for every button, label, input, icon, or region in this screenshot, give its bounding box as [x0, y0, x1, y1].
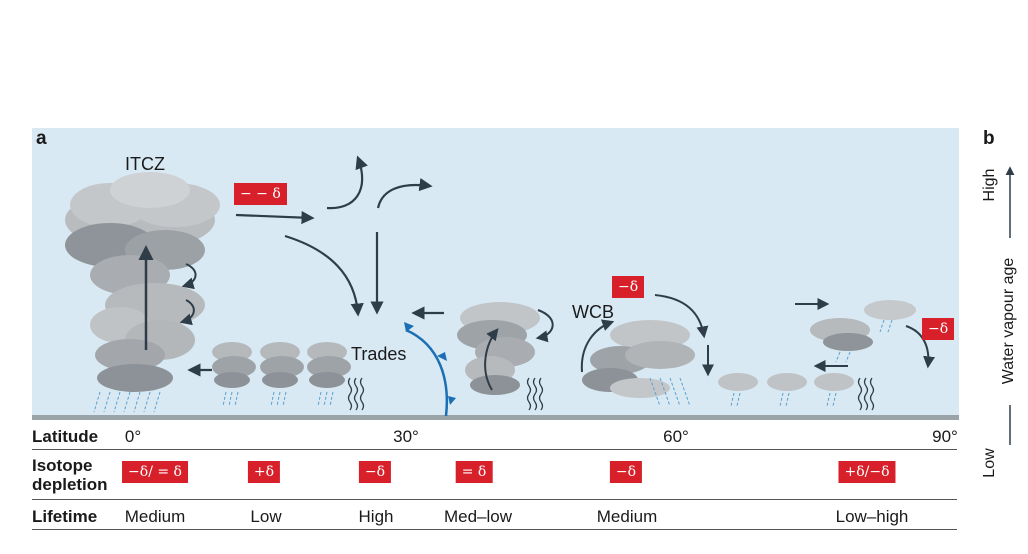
cold-front: [404, 322, 456, 417]
latitude-tick-90: 90°: [932, 427, 958, 446]
lifetime-value-subtropics: High: [358, 507, 394, 526]
isotope-value-trades: +δ: [247, 461, 281, 483]
polar-clouds: [718, 298, 936, 407]
lifetime-value-itcz: Medium: [124, 507, 186, 526]
evaporation-squiggles: [347, 377, 875, 411]
panel-a-label: a: [36, 128, 47, 149]
latitude-tick-30: 30°: [393, 427, 419, 446]
isotope-depletion-label: Isotope depletion: [32, 456, 108, 494]
axis-high-label: High: [981, 168, 998, 202]
latitude-tick-0: 0°: [124, 427, 142, 446]
upper-circulation-arrows: [187, 155, 444, 377]
isotope-label-line2: depletion: [32, 475, 108, 494]
panel-b-label: b: [983, 128, 995, 149]
isotope-value-polar: +δ/−δ: [838, 461, 896, 483]
trades-label: Trades: [351, 344, 407, 364]
lifetime-value-trades: Low: [250, 507, 282, 526]
row-divider: [32, 449, 957, 450]
isotope-value-itcz: −δ/ = δ: [122, 461, 188, 483]
wcb-cloud: [580, 294, 714, 407]
itcz-depletion-badge: − − δ: [234, 183, 287, 205]
frontal-cloud: [457, 302, 554, 395]
wcb-depletion-badge: −δ: [612, 276, 645, 298]
lifetime-label: Lifetime: [32, 507, 98, 526]
isotope-label-line1: Isotope: [32, 456, 93, 475]
isotope-value-front: = δ: [455, 461, 493, 483]
itcz-cloud: [65, 172, 220, 413]
isotope-value-subtropics: −δ: [358, 461, 392, 483]
polar-depletion-badge: −δ: [922, 318, 955, 340]
ground-line: [32, 415, 959, 420]
itcz-label: ITCZ: [125, 154, 165, 174]
lifetime-value-front: Med–low: [443, 507, 513, 526]
lifetime-value-wcb: Medium: [596, 507, 658, 526]
trade-cumulus-clouds: [212, 342, 351, 407]
axis-title: Water vapour age: [1000, 257, 1017, 385]
row-divider: [32, 529, 957, 530]
isotope-value-wcb: −δ: [609, 461, 643, 483]
axis-low-label: Low: [981, 448, 998, 478]
latitude-tick-60: 60°: [663, 427, 689, 446]
wcb-label: WCB: [572, 302, 614, 322]
row-divider: [32, 499, 957, 500]
lifetime-value-polar: Low–high: [835, 507, 909, 526]
latitude-label: Latitude: [32, 427, 99, 446]
